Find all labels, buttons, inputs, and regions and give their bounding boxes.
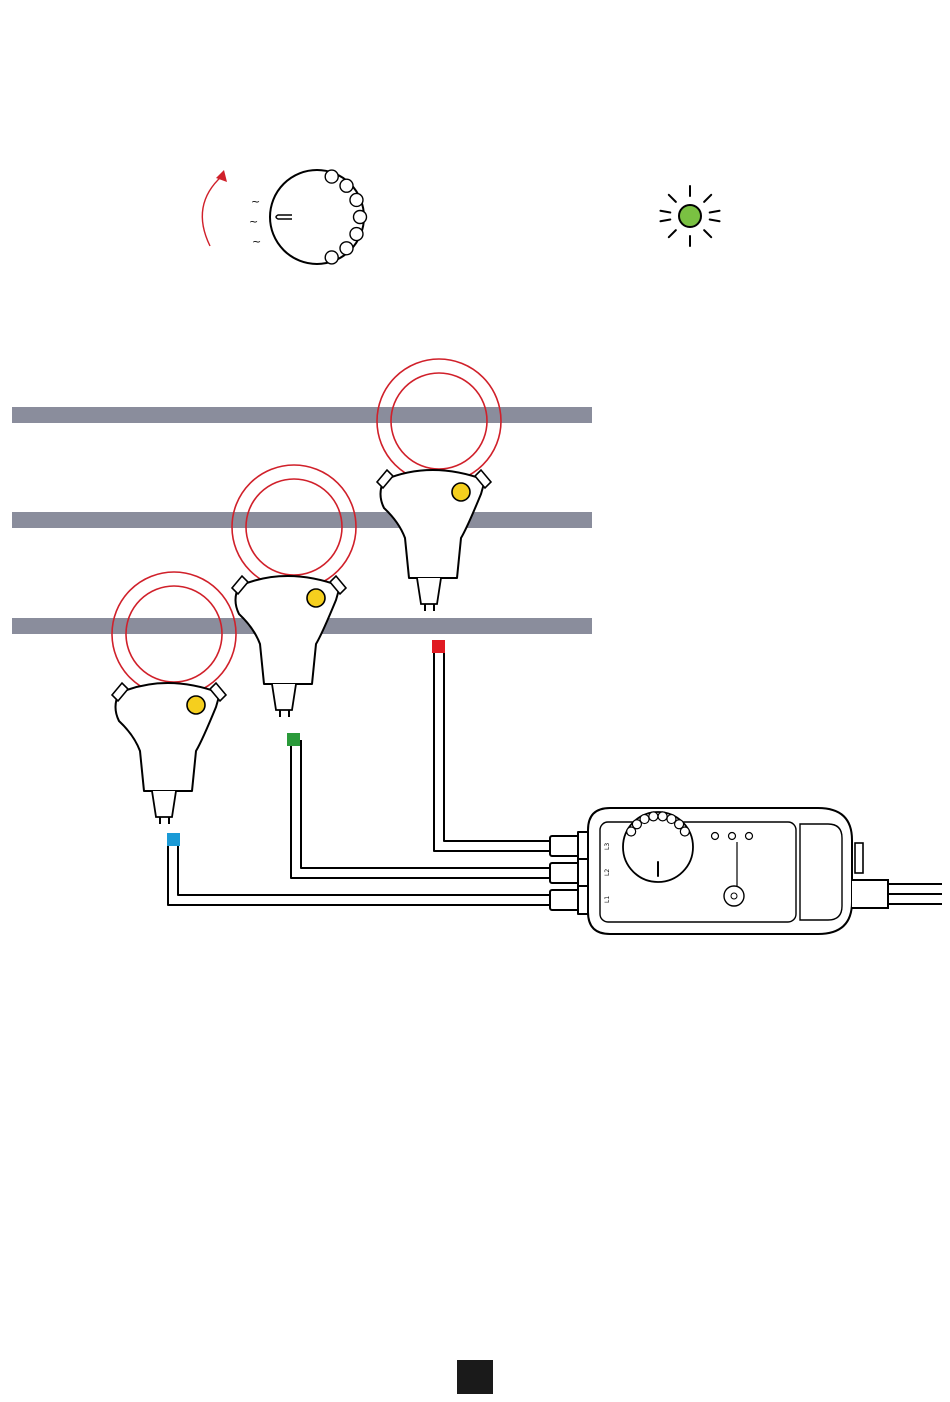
knob-symbol-3: ~ — [252, 235, 261, 248]
box-indicator-leds — [712, 833, 753, 840]
blinking-led-icon — [660, 186, 719, 246]
flexible-sensor-l2 — [232, 465, 356, 717]
flexible-sensor-l3 — [377, 359, 501, 611]
flexible-sensor-l1 — [112, 572, 236, 824]
sensor-cables — [168, 645, 552, 905]
knob-range-symbols: ~ ~ ~ — [249, 195, 261, 248]
cable-marker-l2 — [287, 733, 300, 746]
knob-symbol-2: ~ — [249, 215, 258, 228]
box-power-button[interactable] — [724, 886, 744, 906]
conductor-bar-2 — [12, 512, 592, 528]
connector-label-l3: L3 — [604, 843, 611, 850]
measurement-box: L3 L2 L1 — [550, 808, 942, 934]
cable-marker-l3 — [432, 640, 445, 653]
page-marker — [457, 1360, 493, 1394]
knob-symbol-1: ~ — [251, 195, 260, 208]
flexible-current-sensors — [112, 359, 501, 824]
connector-label-l2: L2 — [604, 869, 611, 876]
rotate-arrow-icon — [202, 170, 227, 246]
connector-label-l1: L1 — [604, 896, 611, 903]
range-knob-icon — [270, 170, 367, 264]
box-range-knob[interactable] — [623, 812, 693, 882]
conductor-bar-1 — [12, 407, 592, 423]
cable-marker-l1 — [167, 833, 180, 846]
